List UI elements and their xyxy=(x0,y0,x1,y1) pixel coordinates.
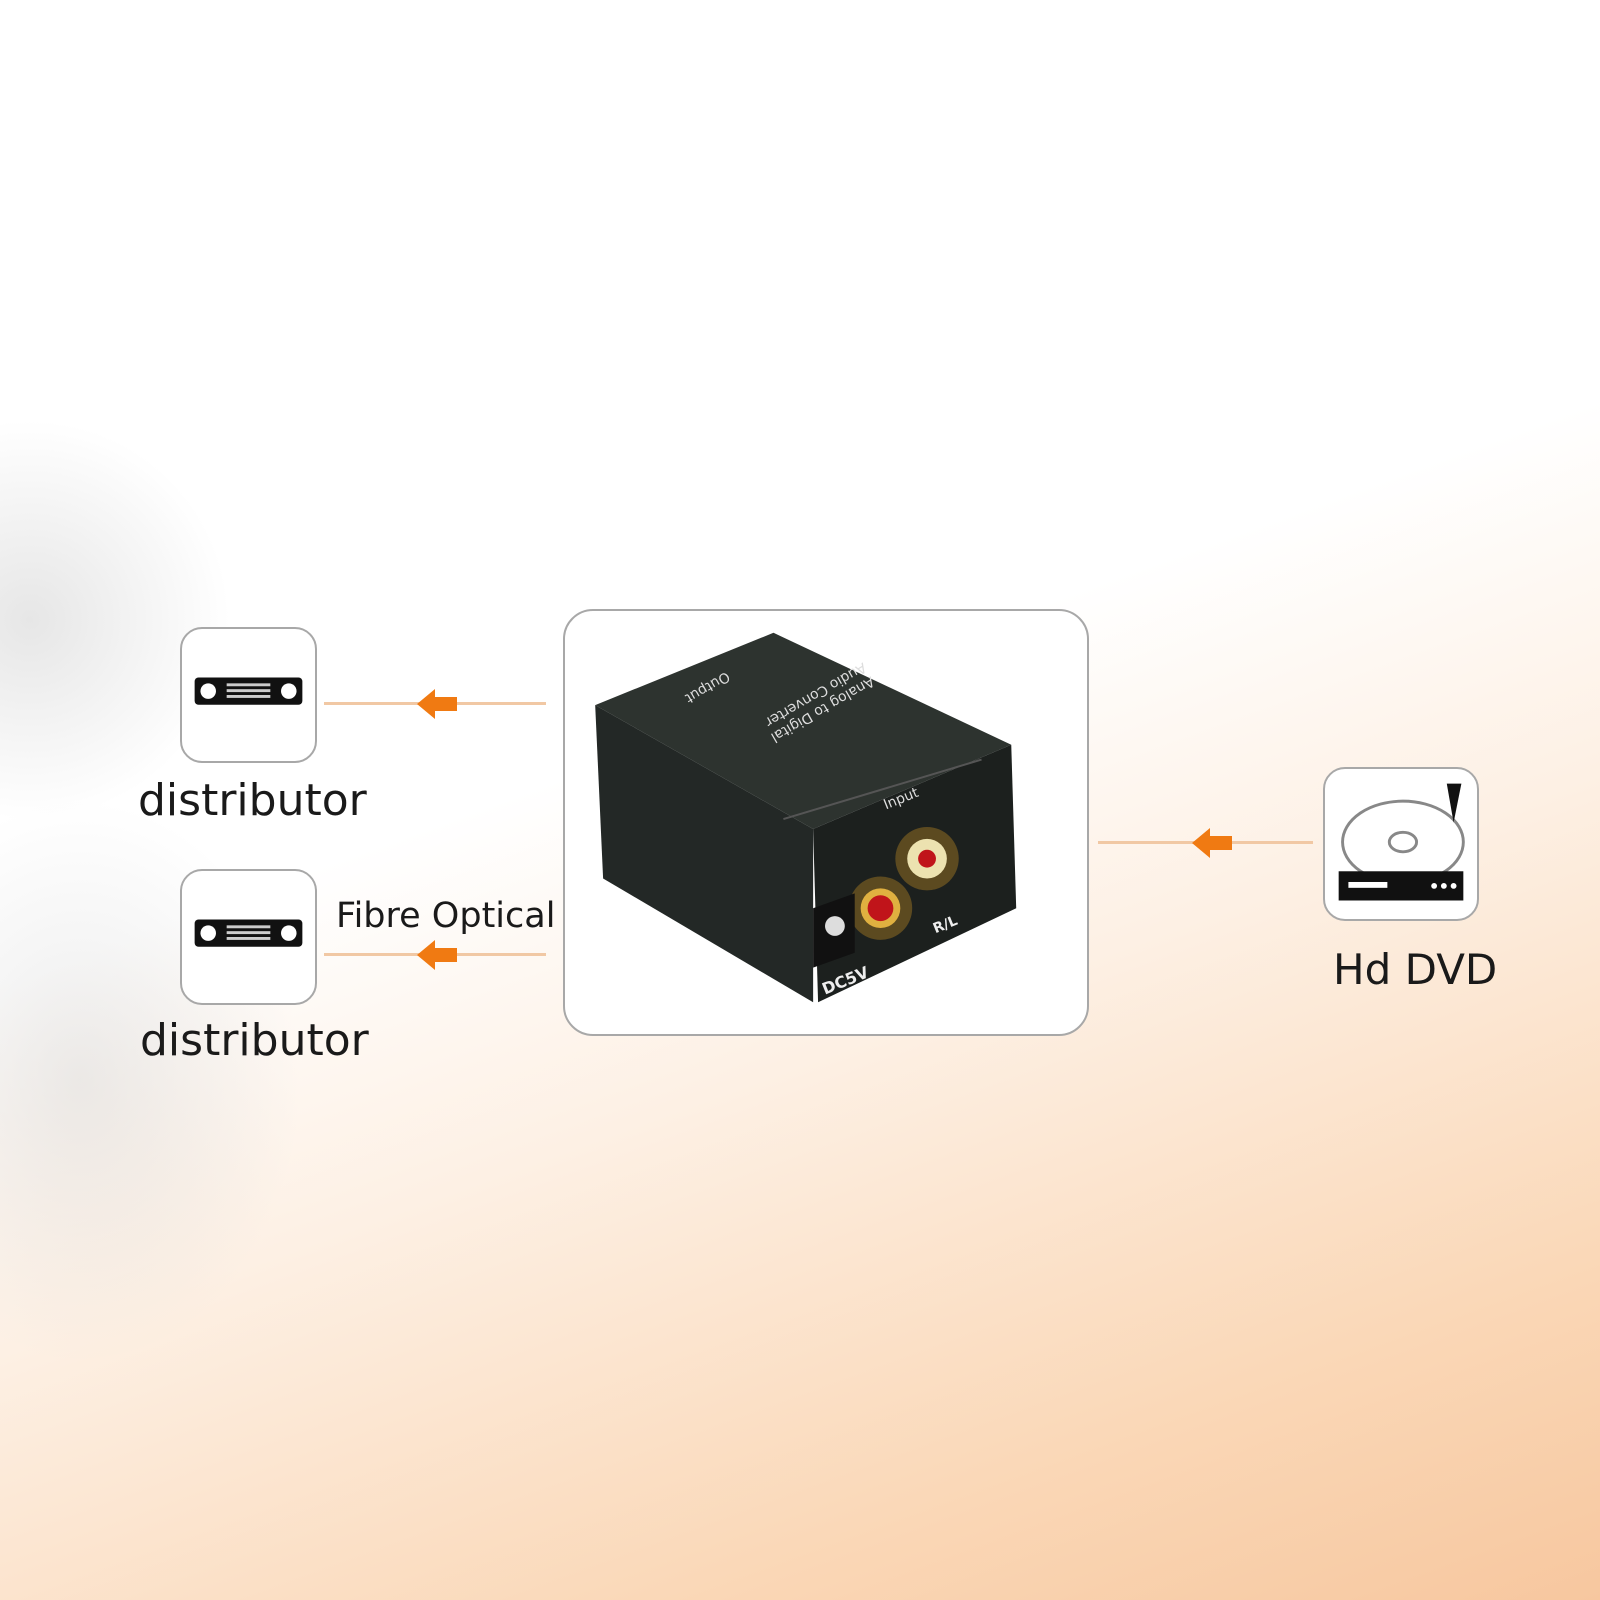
distributor-icon xyxy=(194,677,303,705)
hd-dvd-label: Hd DVD xyxy=(1333,945,1498,994)
arrow-left-icon xyxy=(417,689,457,719)
distributor-icon-box xyxy=(180,869,317,1005)
distributor-icon-box xyxy=(180,627,317,763)
arrow-left-icon xyxy=(1192,828,1232,858)
arrow-left-icon xyxy=(417,940,457,970)
converter-image-box: Output Analog to Digital Audio Converter… xyxy=(563,609,1089,1036)
dvd-icon-box xyxy=(1323,767,1479,921)
converter-device-image xyxy=(595,632,1017,1003)
distributor-label: distributor xyxy=(138,775,367,826)
dvd-player-icon xyxy=(1338,783,1465,901)
distributor-label: distributor xyxy=(140,1015,369,1066)
distributor-icon xyxy=(194,919,303,947)
fibre-optical-label: Fibre Optical xyxy=(336,896,556,936)
